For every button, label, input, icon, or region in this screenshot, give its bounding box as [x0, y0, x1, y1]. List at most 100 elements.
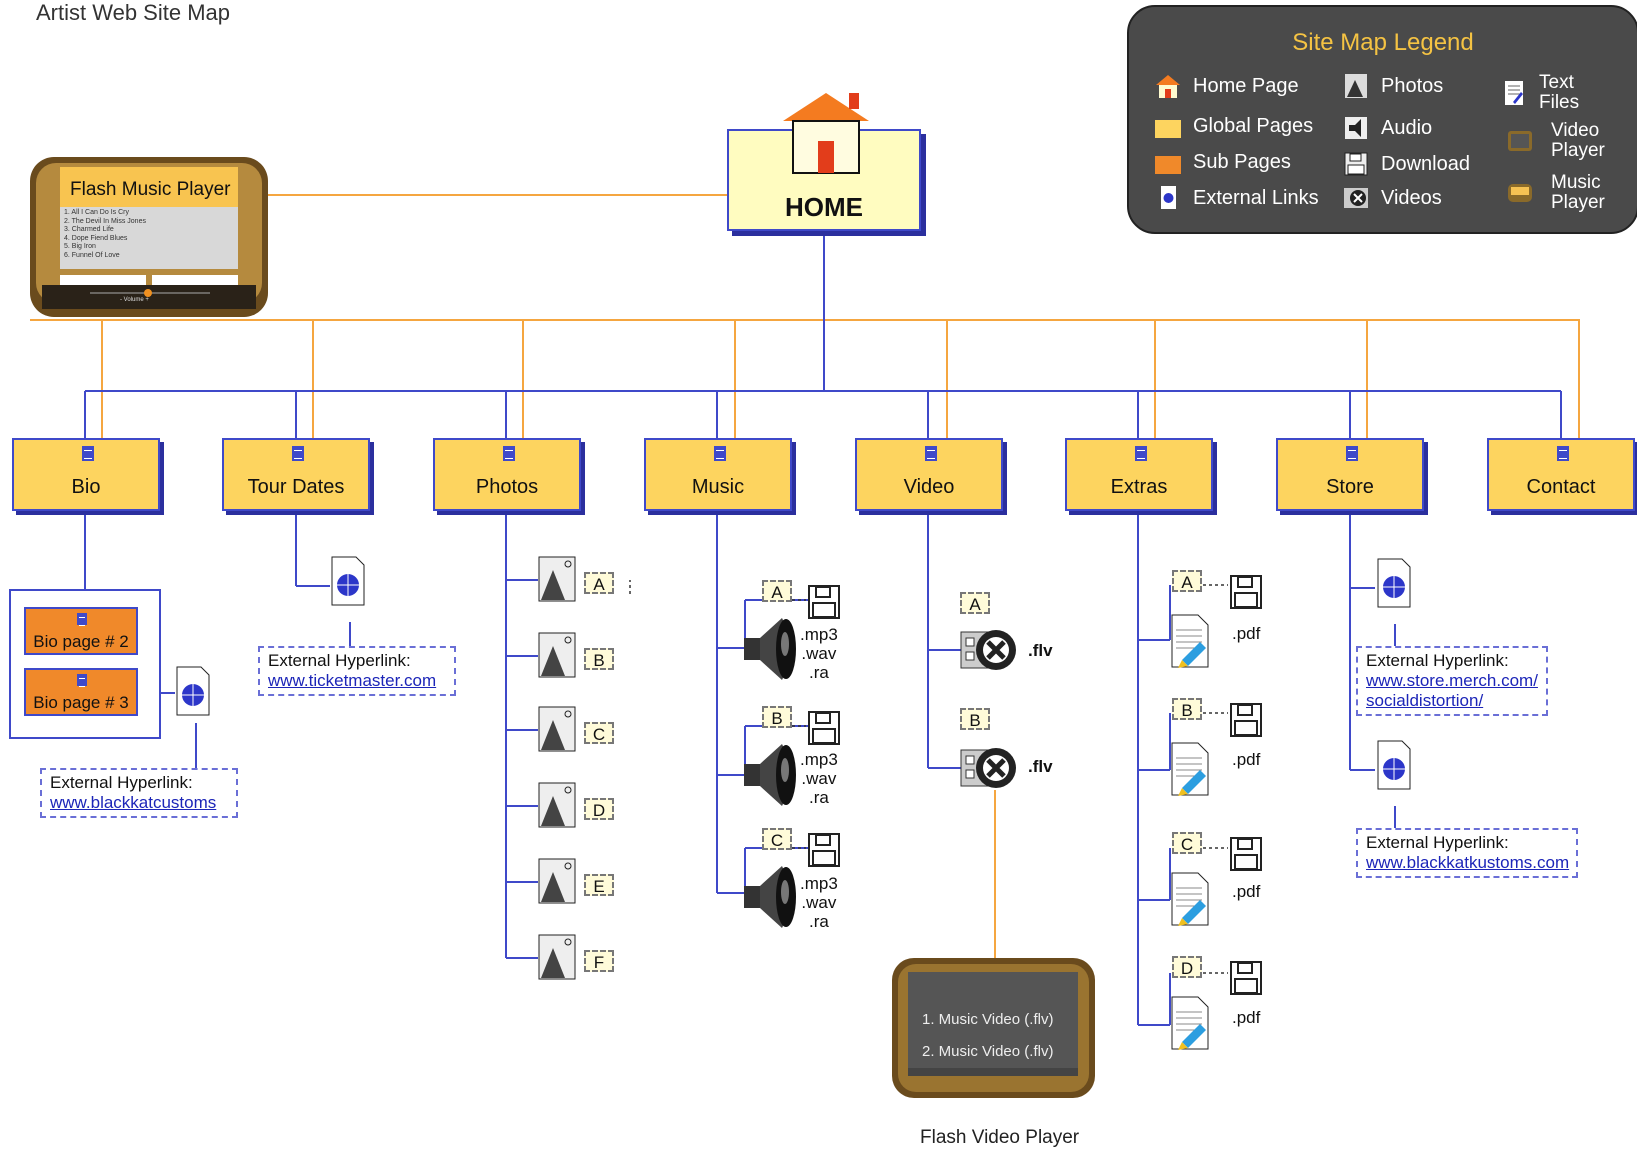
sub-page-bio-3[interactable]: Bio page # 3 — [24, 668, 138, 716]
floppy-disk-icon[interactable] — [808, 585, 840, 619]
external-link-icon[interactable] — [175, 666, 211, 716]
track-item[interactable]: 5. Big Iron — [64, 243, 96, 250]
external-hyperlink-label: External Hyperlink: — [50, 773, 193, 792]
floppy-disk-icon[interactable] — [1230, 961, 1262, 995]
legend-item-external-links: External Links — [1155, 185, 1319, 211]
nav-page-music[interactable]: Music — [644, 438, 792, 511]
floppy-disk-icon[interactable] — [808, 833, 840, 867]
speaker-icon[interactable] — [742, 614, 804, 684]
photo-tag-d: D — [584, 798, 614, 820]
nav-label: Store — [1326, 476, 1374, 498]
track-item[interactable]: 3. Charmed Life — [64, 226, 114, 233]
store-external-hyperlink-merch[interactable]: External Hyperlink: www.store.merch.com/… — [1356, 646, 1548, 716]
photo-icon[interactable] — [538, 782, 576, 828]
nav-page-video[interactable]: Video — [855, 438, 1003, 511]
track-item[interactable]: 4. Dope Fiend Blues — [64, 234, 128, 242]
track-item[interactable]: 2. The Devil In Miss Jones — [64, 217, 146, 225]
text-files-line-1: Text — [1539, 72, 1574, 93]
external-url[interactable]: www.blackkatcustoms — [50, 793, 217, 812]
photo-tag-a: A — [584, 572, 614, 594]
external-url-cont[interactable]: socialdistortion/ — [1366, 691, 1484, 710]
legend-item-home-page: Home Page — [1155, 73, 1299, 99]
home-page-node[interactable]: HOME — [727, 93, 921, 231]
home-icon — [783, 93, 869, 174]
global-page-swatch-icon — [1155, 119, 1181, 138]
nav-label: Music — [691, 476, 745, 498]
speaker-icon[interactable] — [742, 862, 804, 932]
nav-label: Bio — [71, 476, 101, 498]
music-player-icon — [1508, 184, 1532, 202]
legend-item-global-pages: Global Pages — [1155, 115, 1313, 138]
text-file-icon[interactable] — [1170, 614, 1210, 668]
music-player-line-1: Music — [1551, 172, 1601, 193]
video-tag-a: A — [960, 592, 990, 614]
extras-tag-d: D — [1172, 956, 1202, 978]
text-file-icon — [1505, 81, 1523, 105]
photo-tag-f: F — [584, 950, 614, 972]
floppy-disk-icon[interactable] — [1230, 703, 1262, 737]
floppy-disk-icon[interactable] — [1230, 575, 1262, 609]
page-icon — [77, 674, 87, 687]
text-file-icon[interactable] — [1170, 996, 1210, 1050]
external-link-icon[interactable] — [1376, 740, 1412, 790]
music-tag-c: C — [762, 828, 792, 850]
photo-icon[interactable] — [538, 706, 576, 752]
bio-external-hyperlink[interactable]: External Hyperlink: www.blackkatcustoms — [40, 768, 238, 818]
nav-page-tour-dates[interactable]: Tour Dates — [222, 438, 370, 511]
format-mp3: .mp3 — [800, 750, 838, 769]
nav-page-store[interactable]: Store — [1276, 438, 1424, 511]
photo-icon[interactable] — [538, 556, 576, 602]
floppy-disk-icon[interactable] — [808, 711, 840, 745]
site-map-legend: Site Map Legend Home Page Global Pages S… — [1127, 5, 1637, 234]
page-icon — [503, 446, 515, 461]
document-format: .pdf — [1232, 624, 1261, 643]
nav-label: Extras — [1110, 476, 1168, 498]
legend-item-photos: Photos — [1343, 73, 1443, 99]
text-file-icon[interactable] — [1170, 742, 1210, 796]
page-icon — [714, 446, 726, 461]
photo-icon — [1345, 74, 1367, 98]
photo-icon[interactable] — [538, 858, 576, 904]
video-item[interactable]: 1. Music Video (.flv) — [922, 1011, 1054, 1028]
flash-video-player[interactable]: 1. Music Video (.flv) 2. Music Video (.f… — [892, 958, 1095, 1098]
external-url[interactable]: www.store.merch.com/ — [1366, 671, 1538, 690]
nav-page-bio[interactable]: Bio — [12, 438, 160, 511]
video-player-icon — [1508, 131, 1532, 151]
video-reel-icon[interactable] — [960, 746, 1018, 790]
legend-item-audio: Audio — [1343, 115, 1432, 141]
external-link-icon[interactable] — [1376, 558, 1412, 608]
nav-page-contact[interactable]: Contact — [1487, 438, 1635, 511]
document-format: .pdf — [1232, 750, 1261, 769]
speaker-icon[interactable] — [742, 740, 804, 810]
track-item[interactable]: 1. All I Can Do Is Cry — [64, 209, 129, 216]
page-icon — [1346, 446, 1358, 461]
legend-label-download: Download — [1381, 152, 1470, 175]
nav-page-photos[interactable]: Photos — [433, 438, 581, 511]
external-link-icon[interactable] — [330, 556, 366, 606]
track-item[interactable]: 6. Funnel Of Love — [64, 251, 120, 259]
music-player-cabinet — [30, 157, 268, 317]
external-url[interactable]: www.blackkatkustoms.com — [1366, 853, 1570, 872]
format-wav: .wav — [801, 644, 837, 663]
page-icon — [925, 446, 937, 461]
document-format: .pdf — [1232, 882, 1261, 901]
video-format: .flv — [1028, 641, 1053, 660]
photo-icon[interactable] — [538, 934, 576, 980]
sub-page-bio-2[interactable]: Bio page # 2 — [24, 607, 138, 655]
flash-music-player[interactable]: Flash Music Player 1. All I Can Do Is Cr… — [30, 157, 268, 317]
video-item[interactable]: 2. Music Video (.flv) — [922, 1043, 1054, 1060]
floppy-disk-icon[interactable] — [1230, 837, 1262, 871]
tour-external-hyperlink[interactable]: External Hyperlink: www.ticketmaster.com — [258, 646, 456, 696]
photo-icon[interactable] — [538, 632, 576, 678]
text-file-icon[interactable] — [1170, 872, 1210, 926]
format-ra: .ra — [808, 663, 829, 682]
volume-label[interactable]: - Volume + — [120, 297, 149, 303]
legend-label-videos: Videos — [1381, 186, 1442, 209]
nav-page-extras[interactable]: Extras — [1065, 438, 1213, 511]
store-external-hyperlink-kustoms[interactable]: External Hyperlink: www.blackkatkustoms.… — [1356, 828, 1578, 878]
external-url[interactable]: www.ticketmaster.com — [268, 671, 437, 690]
video-reel-icon[interactable] — [960, 628, 1018, 672]
